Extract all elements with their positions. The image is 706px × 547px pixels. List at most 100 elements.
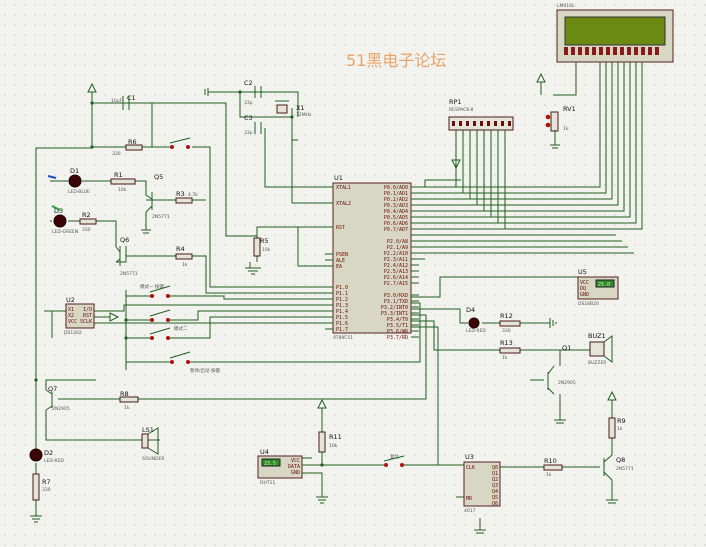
r11-value: 10k (329, 443, 338, 449)
led-d4: D4 LED-RED (466, 306, 486, 334)
u1-pin-left: P1.3 (336, 303, 348, 309)
transistor-q1: Q1 2N2905 (547, 344, 576, 395)
switch-row-4[interactable] (169, 351, 191, 364)
resistor-r12: R12 330 (499, 312, 521, 334)
switch-row-3[interactable]: 暂停/启动 按键 (149, 327, 220, 374)
u5-temperature-sensor[interactable]: U5 25.0 VCC DQ GND DS18B20 (577, 268, 619, 307)
rp1-ref: RP1 (449, 98, 462, 106)
u5-part: DS18B20 (578, 301, 599, 307)
r7-ref: R7 (42, 478, 51, 486)
r5-value: 10k (262, 247, 271, 253)
switch-row-1[interactable]: 模式一 按键 (140, 283, 171, 298)
crystal-x1: X1 12MHz (275, 100, 312, 118)
u1-pin-right: P0.4/AD4 (384, 209, 408, 215)
buz1-value: BUZZER (588, 360, 606, 366)
u1-pin-right: P3.4/T0 (387, 317, 408, 323)
u1-pin-right: P3.7/RD (387, 335, 408, 341)
u2-rtc-chip: U2 X1 X2 VCC I/O RST SCLK DS1302 (64, 296, 95, 336)
resistor-r7: R7 330 (32, 473, 51, 501)
u1-pin-left: P1.1 (336, 291, 348, 297)
u1-pin-right: P2.0/A8 (387, 239, 408, 245)
rv1-potentiometer[interactable]: RV1 1k (545, 105, 576, 132)
c3-ref: C3 (244, 114, 253, 122)
u2-pin-sclk: SCLK (80, 319, 92, 325)
led-d3: D3 LED-GREEN (51, 205, 78, 235)
d1-ref: D1 (70, 167, 79, 175)
u1-pin-left: RST (336, 225, 345, 231)
lcd-module[interactable]: LM016L (556, 3, 674, 63)
r5-ref: R5 (260, 237, 269, 245)
u3-counter-chip: U3 CLK MR Q0 Q1 Q2 Q3 Q4 Q5 Q6 4017 (463, 453, 501, 514)
resistor-r11: R11 10k (318, 431, 342, 453)
u3-body (463, 461, 501, 507)
u3-pin-q2: Q2 (492, 477, 498, 483)
capacitor-c2: C2 33p (244, 79, 262, 106)
u1-pin-right: P3.3/INT1 (381, 311, 408, 317)
sounder-ls1: LS1 SOUNDER (141, 426, 165, 462)
u1-pin-left: P1.0 (336, 285, 348, 291)
u1-pin-left: P1.2 (336, 297, 348, 303)
u5-ref: U5 (578, 268, 587, 276)
u1-pin-left: P1.4 (336, 309, 348, 315)
rp1-resistor-pack: RP1 RESPACK-8 (448, 98, 514, 131)
rv1-ref: RV1 (563, 105, 576, 113)
u3-pin-q0: Q0 (492, 465, 498, 471)
u4-ref: U4 (260, 448, 269, 456)
r7-value: 330 (42, 487, 51, 493)
r8-ref: R8 (120, 390, 129, 398)
switch-sensor[interactable]: 复位 (383, 453, 405, 467)
resistor-r5: R5 10k (253, 237, 271, 257)
ground-symbols (30, 88, 618, 534)
switch-rst[interactable] (169, 137, 191, 149)
u3-pin-q4: Q4 (492, 489, 498, 495)
u1-pin-right: P2.1/A9 (387, 245, 408, 251)
resistor-r6: R6 330 (112, 138, 143, 157)
lcd-pins (564, 47, 659, 55)
q1-ref: Q1 (562, 344, 571, 352)
u1-pin-left: PSEN (336, 252, 348, 258)
u4-display-value: 23.5 (264, 461, 276, 467)
wires (35, 62, 643, 530)
u1-pin-right: P3.5/T1 (387, 323, 408, 329)
d4-led-icon (468, 317, 480, 329)
switch-2-label: 模式二 (174, 325, 188, 332)
led-d2: D2 LED-RED (29, 448, 64, 464)
rv1-value: 1k (563, 126, 569, 132)
switch-row-2[interactable]: 模式二 (149, 309, 188, 332)
u4-display (261, 458, 281, 467)
r1-value: 10k (118, 187, 127, 193)
rv1-body (550, 111, 559, 132)
u4-humidity-sensor[interactable]: U4 23.5 VCC DATA GND DHT11 (257, 448, 303, 486)
u1-pin-right: P0.2/AD2 (384, 197, 408, 203)
c2-ref: C2 (244, 79, 253, 87)
u2-pin-x2: X2 (68, 313, 74, 319)
r4-value: 1k (182, 262, 188, 268)
u1-left-pins: XTAL1XTAL2RSTPSENALEEAP1.0P1.1P1.2P1.3P1… (325, 185, 351, 333)
transistor-q5: Q5 2N5771 (145, 173, 170, 220)
u1-right-pins: P0.0/AD0P0.1/AD1P0.2/AD2P0.3/AD3P0.4/AD4… (381, 185, 419, 341)
capacitor-c3: C3 33p (244, 114, 262, 136)
c3-value: 33p (244, 130, 253, 136)
u2-pin-rst: RST (83, 313, 92, 319)
u4-pin-gnd: GND (291, 470, 300, 476)
r6-ref: R6 (128, 138, 137, 146)
transistor-q7: Q7 2N2905 (45, 385, 70, 412)
u1-microcontroller: U1 AT89C51 XTAL1XTAL2RSTPSENALEEAP1.0P1.… (325, 174, 419, 341)
u1-pin-right: P0.5/AD5 (384, 215, 408, 221)
u1-pin-right: P3.1/TXD (384, 299, 408, 305)
u1-pin-right: P3.2/INT0 (381, 305, 408, 311)
r3-value: 4.7k (188, 192, 198, 198)
u1-pin-right: P2.3/A11 (384, 257, 408, 263)
d1-led-icon (68, 174, 82, 188)
u3-pin-q6: Q6 (492, 501, 498, 507)
r9-ref: R9 (617, 417, 626, 425)
resistor-r3: R3 4.7k (175, 190, 198, 204)
ls1-ref: LS1 (142, 426, 154, 434)
u3-ref: U3 (465, 453, 474, 461)
q8-value: 2N5771 (616, 466, 634, 472)
d4-value: LED-RED (466, 328, 486, 334)
q6-value: 2N5771 (120, 271, 138, 277)
u2-part: DS1302 (64, 330, 82, 336)
r12-ref: R12 (500, 312, 513, 320)
c2-value: 33p (244, 100, 253, 106)
